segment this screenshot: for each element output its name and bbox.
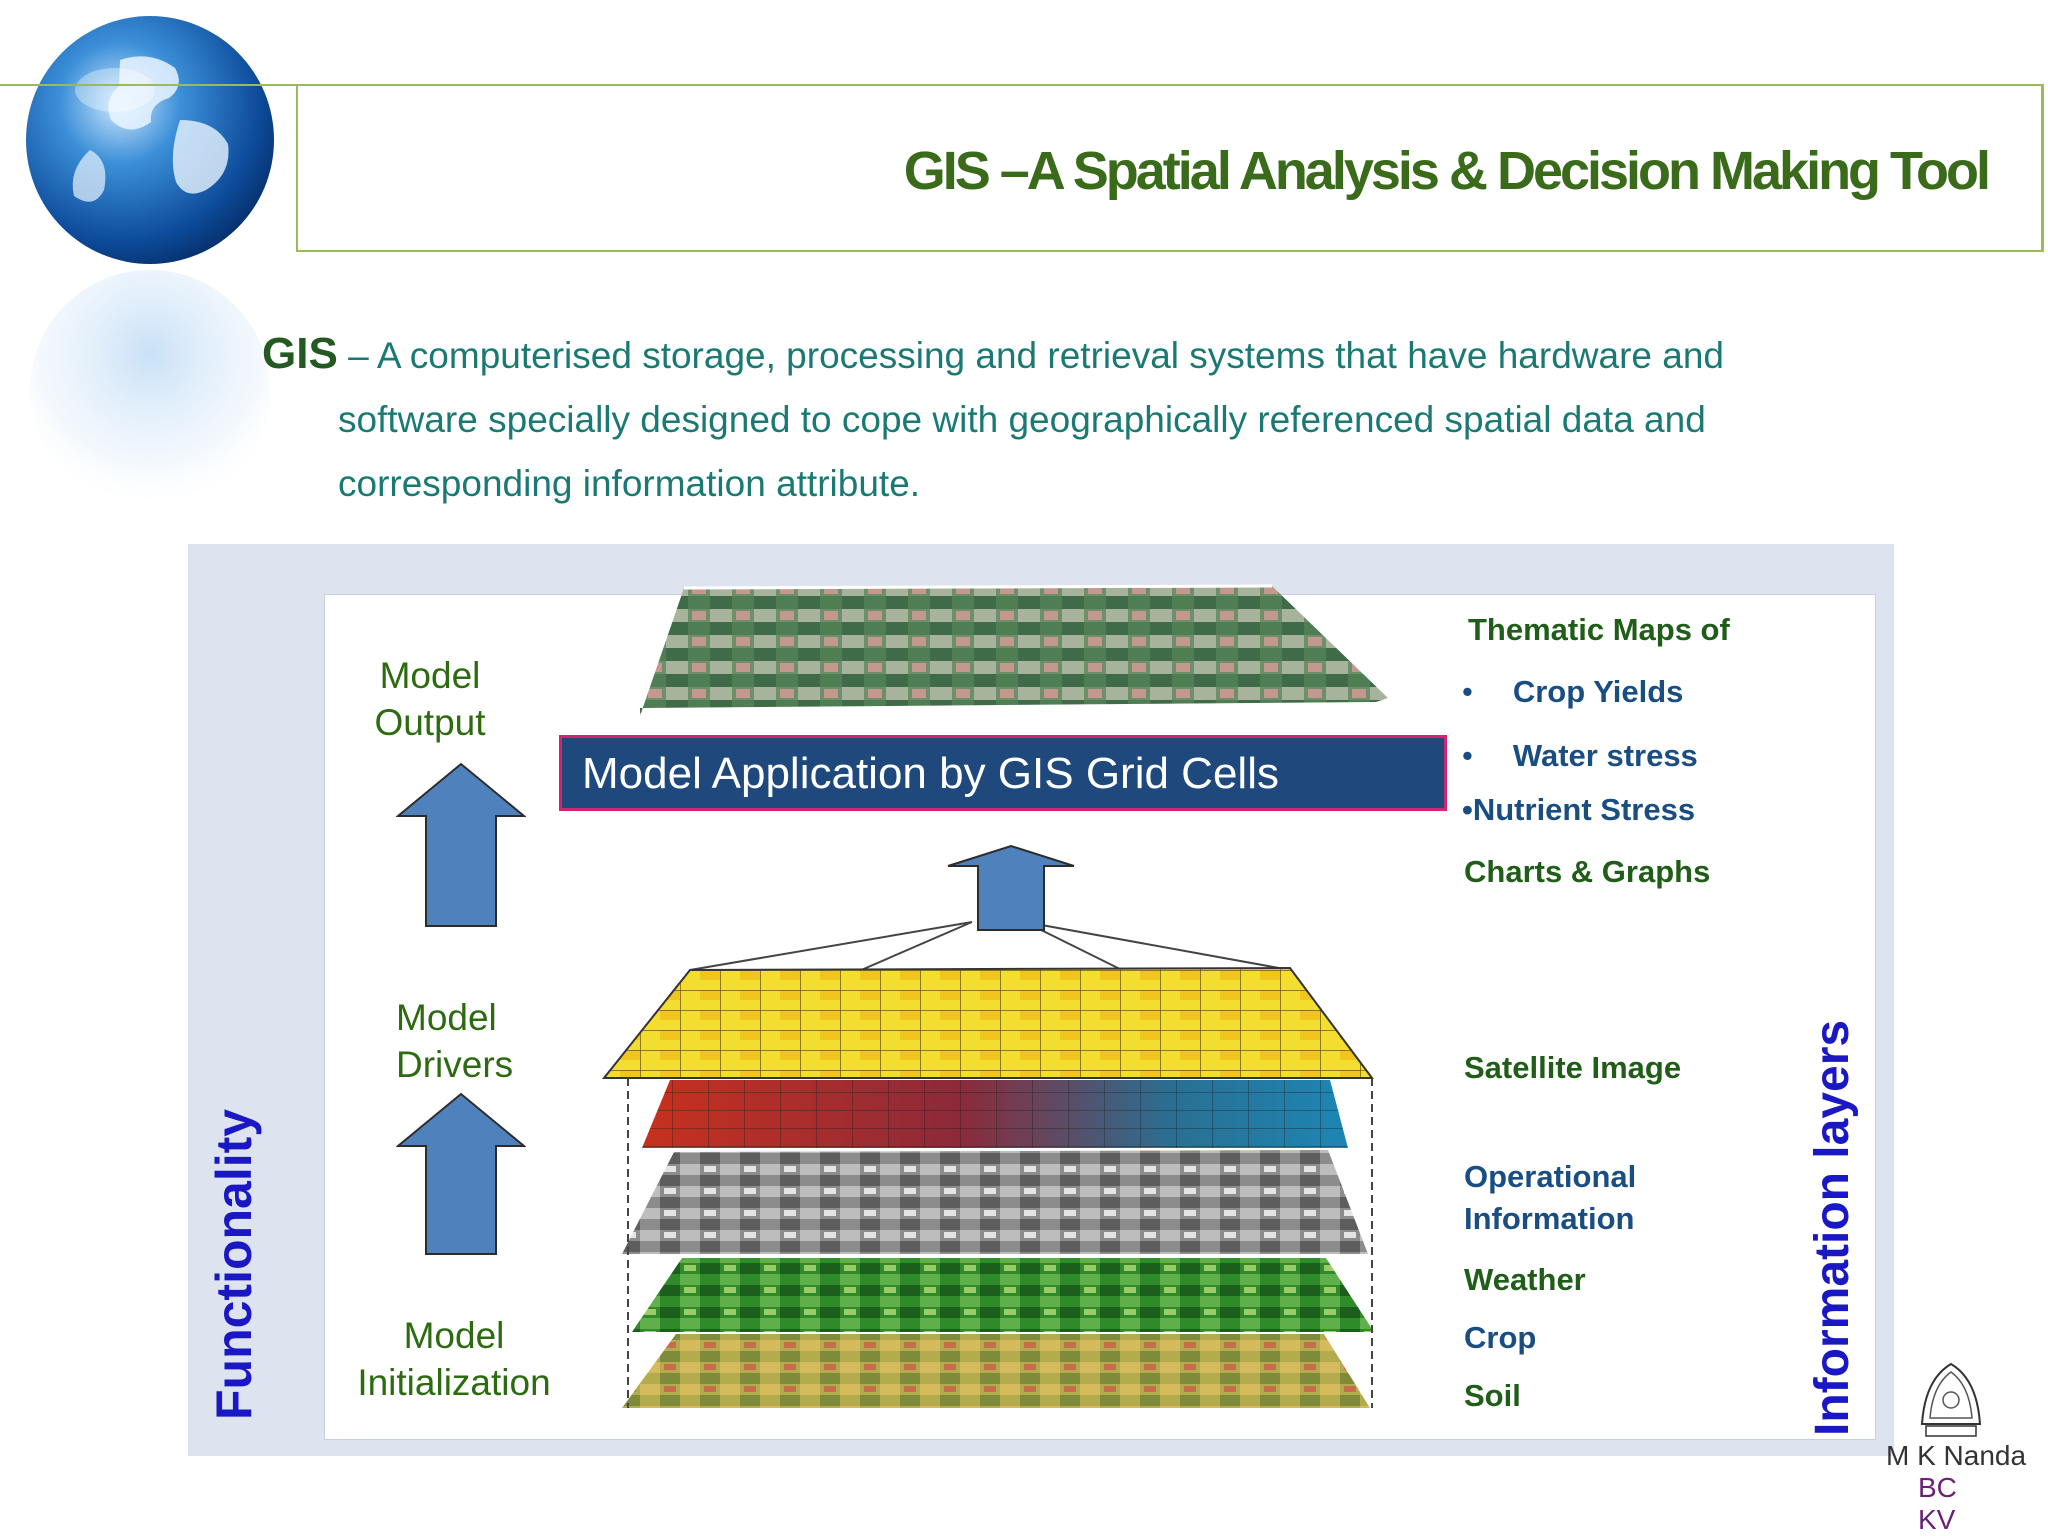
- intro-line-3: corresponding information attribute.: [338, 463, 921, 504]
- intro-line-1: – A computerised storage, processing and…: [337, 335, 1724, 376]
- bullet: •: [1462, 674, 1473, 709]
- functionality-axis-label: Functionality: [206, 1108, 262, 1420]
- globe-logo: [26, 16, 274, 510]
- nutrient-stress-label: •Nutrient Stress: [1462, 792, 1696, 827]
- university-seal-icon: [1920, 1362, 1982, 1437]
- gis-layer-stack: [601, 584, 1388, 1408]
- satellite-image-label: Satellite Image: [1464, 1050, 1682, 1085]
- model-initialization-label: Model Initialization: [357, 1315, 551, 1403]
- author-organization: BCKV: [1918, 1472, 1957, 1535]
- model-application-text: Model Application by GIS Grid Cells: [582, 749, 1279, 798]
- intro-line-2: software specially designed to cope with…: [338, 399, 1706, 440]
- operational-information-label: Operational Information: [1464, 1159, 1637, 1236]
- center-up-arrow-icon: [947, 844, 1075, 931]
- up-arrow-drivers-icon: [396, 1092, 526, 1255]
- weather-label: Weather: [1464, 1262, 1586, 1297]
- water-stress-item: • Water stress: [1462, 738, 1698, 774]
- slide-title: GIS –A Spatial Analysis & Decision Makin…: [903, 141, 1991, 201]
- model-application-box: Model Application by GIS Grid Cells: [559, 735, 1447, 811]
- charts-graphs-label: Charts & Graphs: [1464, 854, 1711, 889]
- bullet: •: [1462, 738, 1473, 773]
- crop-yields-label: Crop Yields: [1512, 674, 1684, 709]
- intro-paragraph: GIS – A computerised storage, processing…: [262, 322, 1922, 516]
- model-output-label: Model Output: [374, 655, 486, 743]
- thematic-maps-heading: Thematic Maps of: [1468, 612, 1730, 647]
- crop-label: Crop: [1464, 1320, 1537, 1355]
- title-frame: [0, 84, 2044, 252]
- author-name: M K Nanda: [1886, 1440, 2027, 1471]
- intro-term: GIS: [262, 329, 338, 378]
- water-stress-label: Water stress: [1512, 738, 1698, 773]
- up-arrow-output-icon: [396, 762, 526, 927]
- soil-label: Soil: [1464, 1378, 1521, 1413]
- crop-yields-item: • Crop Yields: [1462, 674, 1683, 710]
- model-drivers-label: Model Drivers: [396, 997, 514, 1085]
- information-layers-axis-label: Information layers: [1806, 1019, 1859, 1436]
